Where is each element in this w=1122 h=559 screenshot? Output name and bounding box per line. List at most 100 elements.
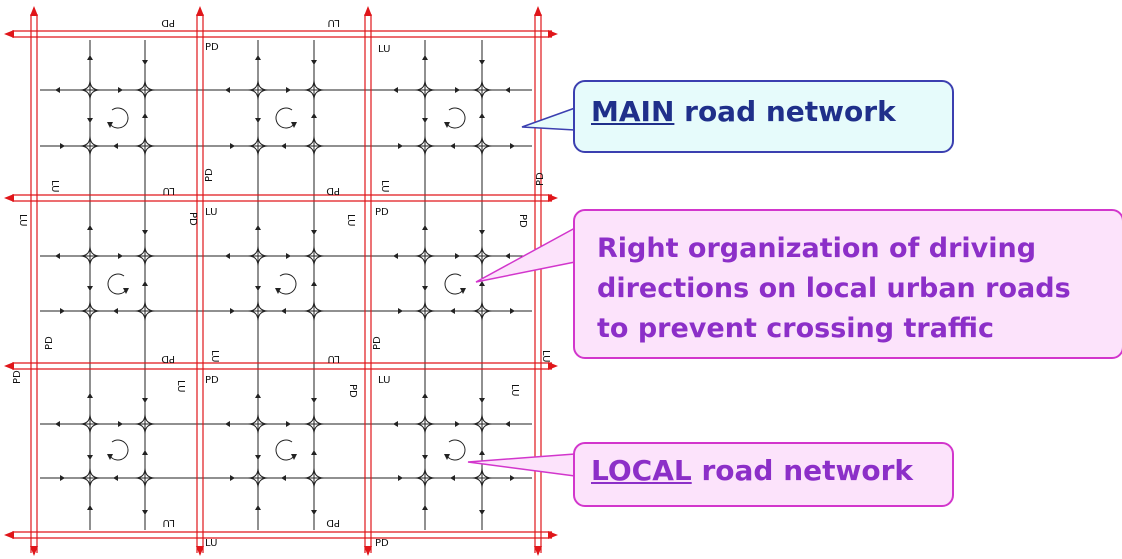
intersection-curve: [79, 245, 91, 257]
rotation-arrowhead-icon: [107, 122, 113, 128]
zone-label-pd: PD: [161, 353, 175, 364]
intersection-curve: [79, 145, 91, 157]
intersection-curve: [79, 89, 91, 101]
intersection-curve: [481, 135, 493, 147]
main-road-arrow-icon: [196, 546, 204, 556]
intersection-curve: [247, 413, 259, 425]
intersection-curve: [247, 310, 259, 322]
intersection-curve: [144, 310, 156, 322]
main-road-arrow-icon: [196, 6, 204, 16]
organization-callout-pointer: [475, 227, 576, 283]
intersection-curve: [134, 89, 146, 101]
direction-arrow-icon: [113, 308, 118, 314]
intersection-curve: [89, 423, 101, 435]
intersection-curve: [471, 255, 483, 267]
zone-label-pd: PD: [205, 375, 219, 386]
intersection-curve: [313, 255, 325, 267]
intersection-curve: [414, 467, 426, 479]
intersection-curve: [471, 89, 483, 101]
direction-arrow-icon: [479, 510, 485, 515]
zone-label-lu: LU: [379, 180, 390, 192]
intersection-curve: [424, 467, 436, 479]
direction-arrow-icon: [255, 286, 261, 291]
direction-arrow-icon: [286, 253, 291, 259]
roundabout-counterclockwise-icon: [275, 439, 295, 461]
intersection-curve: [79, 255, 91, 267]
rotation-arrowhead-icon: [123, 288, 129, 294]
intersection-curve: [134, 477, 146, 489]
intersection-curve: [257, 245, 269, 257]
intersection-curve: [303, 145, 315, 157]
direction-arrow-icon: [142, 510, 148, 515]
intersection-curve: [313, 135, 325, 147]
intersection-curve: [313, 300, 325, 312]
local-callout-text: road network: [691, 454, 914, 487]
zone-label-lu: LU: [345, 214, 356, 226]
main-road-arrow-icon: [30, 546, 38, 556]
roundabout-clockwise-icon: [109, 107, 129, 129]
intersection-curve: [79, 79, 91, 91]
zone-label-pd: PD: [375, 207, 389, 218]
direction-arrow-icon: [479, 281, 485, 286]
intersection-curve: [313, 413, 325, 425]
intersection-curve: [471, 245, 483, 257]
intersection-curve: [424, 423, 436, 435]
intersection-curve: [414, 477, 426, 489]
direction-arrow-icon: [398, 308, 403, 314]
direction-arrow-icon: [422, 455, 428, 460]
intersection-curve: [481, 310, 493, 322]
direction-arrow-icon: [255, 505, 261, 510]
local-road-grid: [40, 40, 532, 530]
intersection-curve: [89, 413, 101, 425]
intersection-curve: [481, 255, 493, 267]
direction-arrow-icon: [455, 253, 460, 259]
direction-arrow-icon: [225, 253, 230, 259]
intersection-curve: [257, 467, 269, 479]
intersection-curve: [247, 135, 259, 147]
direction-arrow-icon: [225, 87, 230, 93]
direction-arrow-icon: [479, 398, 485, 403]
rotation-arrowhead-icon: [460, 288, 466, 294]
direction-arrow-icon: [87, 225, 93, 230]
intersection-curve: [247, 79, 259, 91]
intersection-curve: [89, 255, 101, 267]
intersection-curve: [134, 300, 146, 312]
main-road-arrow-icon: [4, 30, 14, 38]
intersection-curve: [414, 310, 426, 322]
direction-arrow-icon: [450, 143, 455, 149]
zone-label-lu: LU: [163, 517, 175, 528]
intersection-curve: [144, 79, 156, 91]
intersection-curve: [79, 423, 91, 435]
intersection-curve: [79, 135, 91, 147]
intersection-curve: [414, 413, 426, 425]
direction-arrow-icon: [255, 455, 261, 460]
intersection-curve: [247, 300, 259, 312]
direction-arrow-icon: [398, 475, 403, 481]
direction-arrow-icon: [510, 308, 515, 314]
intersection-curve: [89, 477, 101, 489]
direction-arrow-icon: [311, 60, 317, 65]
main-road-arrow-icon: [534, 546, 542, 556]
zone-label-lu: LU: [163, 185, 175, 196]
intersection-curve: [471, 423, 483, 435]
intersection-curve: [89, 89, 101, 101]
intersection-curve: [89, 300, 101, 312]
main-road-arrow-icon: [364, 546, 372, 556]
direction-arrow-icon: [255, 118, 261, 123]
main-road-arrow-icon: [548, 30, 558, 38]
intersection-curve: [303, 245, 315, 257]
intersection-curve: [303, 413, 315, 425]
main-road-arrow-icon: [548, 362, 558, 370]
main-road-arrow-icon: [30, 6, 38, 16]
intersection-curve: [257, 413, 269, 425]
intersection-curve: [79, 310, 91, 322]
intersection-curve: [144, 255, 156, 267]
zone-label-pd: PD: [535, 172, 546, 186]
direction-arrow-icon: [255, 393, 261, 398]
intersection-curve: [313, 89, 325, 101]
direction-arrow-icon: [55, 421, 60, 427]
zone-label-lu: LU: [540, 350, 551, 362]
organization-line-3: to prevent crossing traffic: [597, 313, 995, 344]
direction-arrow-icon: [113, 475, 118, 481]
